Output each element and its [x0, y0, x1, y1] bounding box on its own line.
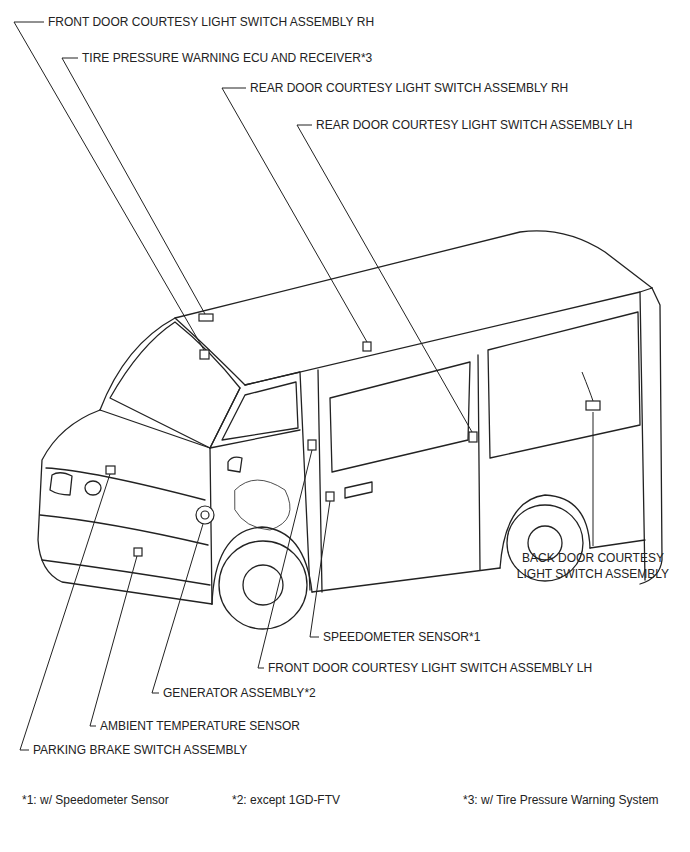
footnote: *1: w/ Speedometer Sensor	[22, 792, 169, 808]
part-label: PARKING BRAKE SWITCH ASSEMBLY	[33, 742, 247, 758]
part-label: SPEEDOMETER SENSOR*1	[323, 629, 480, 645]
part-label: GENERATOR ASSEMBLY*2	[163, 685, 316, 701]
part-label: FRONT DOOR COURTESY LIGHT SWITCH ASSEMBL…	[268, 660, 592, 676]
part-label: REAR DOOR COURTESY LIGHT SWITCH ASSEMBLY…	[250, 80, 568, 96]
part-label: AMBIENT TEMPERATURE SENSOR	[100, 718, 300, 734]
footnote: *2: except 1GD-FTV	[232, 792, 340, 808]
footnote: *3: w/ Tire Pressure Warning System	[463, 792, 659, 808]
part-label: BACK DOOR COURTESY LIGHT SWITCH ASSEMBLY	[503, 550, 683, 582]
part-label: REAR DOOR COURTESY LIGHT SWITCH ASSEMBLY…	[316, 117, 632, 133]
part-label: FRONT DOOR COURTESY LIGHT SWITCH ASSEMBL…	[48, 14, 374, 30]
part-label: TIRE PRESSURE WARNING ECU AND RECEIVER*3	[82, 50, 372, 66]
